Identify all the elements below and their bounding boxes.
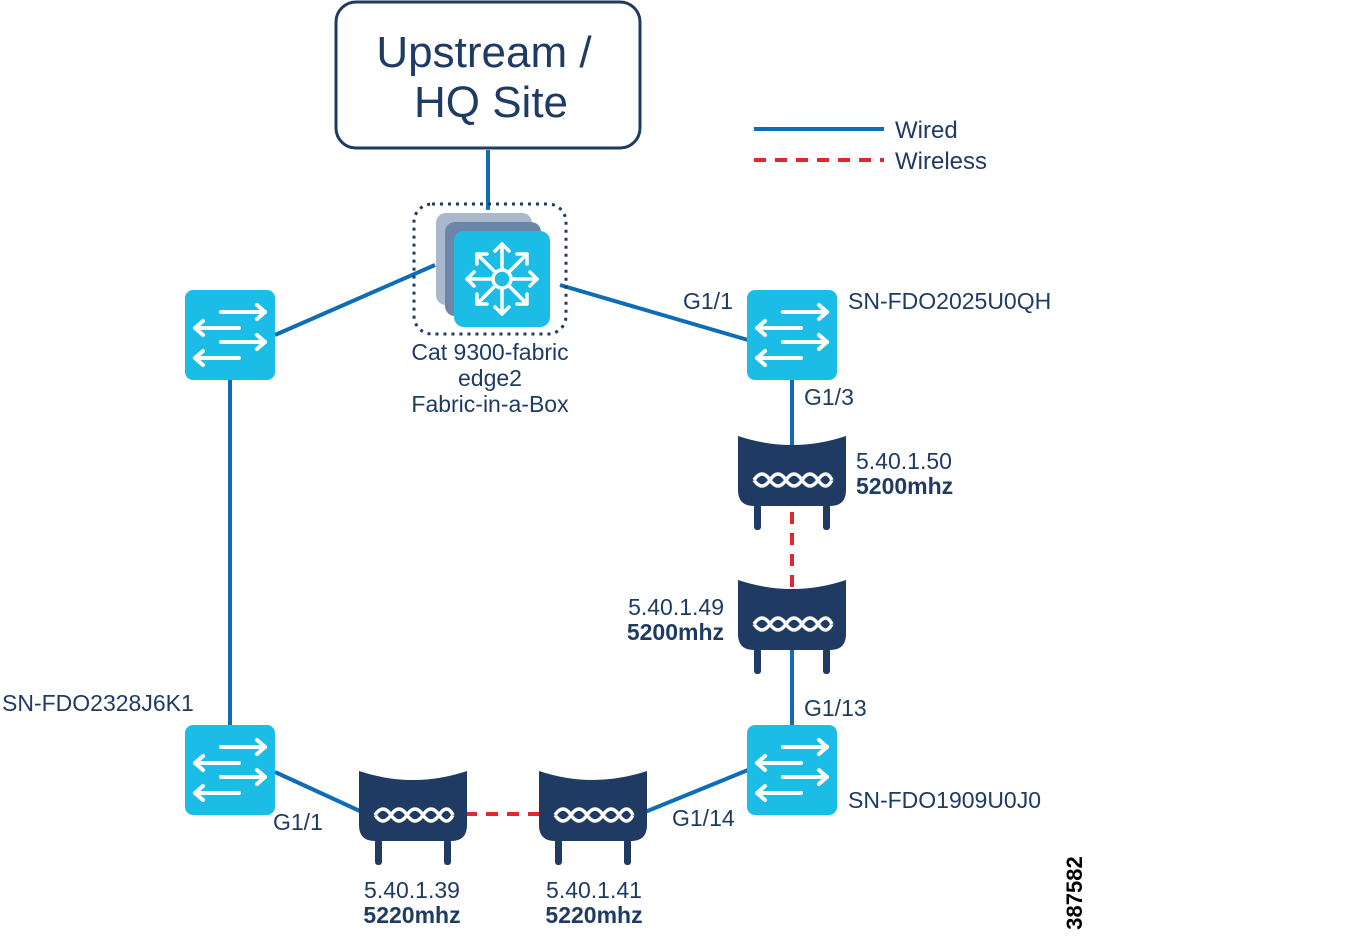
ap2-ip: 5.40.1.49: [628, 594, 724, 620]
switch-icon: [745, 288, 839, 382]
wired-links: [228, 150, 794, 814]
switch-bottom-left-port: G1/1: [273, 809, 323, 835]
switch-icon: [745, 723, 839, 817]
fabric-label-line2: edge2: [458, 365, 522, 391]
ap1-freq: 5200mhz: [856, 473, 953, 499]
link-bottom-left-switch-ap3: [274, 770, 363, 814]
fabric-label-line3: Fabric-in-a-Box: [411, 391, 569, 417]
l3-arrows-icon: [465, 242, 539, 316]
switch-icon: [183, 723, 277, 817]
hq-title-line2: HQ Site: [414, 78, 568, 127]
link-ap4-bottom-right-switch: [644, 768, 749, 814]
fabric-label-line1: Cat 9300-fabric: [411, 339, 568, 365]
ap-5-40-1-41: 5.40.1.41 5220mhz: [537, 769, 649, 928]
legend: Wired Wireless: [754, 117, 987, 175]
legend-wired-label: Wired: [895, 117, 958, 144]
switch-bottom-right-port-out: G1/14: [672, 805, 735, 831]
wireless-links: [465, 512, 794, 816]
ap4-freq: 5220mhz: [545, 902, 642, 928]
access-point-icon: [357, 769, 469, 867]
ap4-ip: 5.40.1.41: [546, 877, 642, 903]
switch-top-left: [183, 288, 277, 382]
switch-bottom-right-port-in: G1/13: [804, 695, 867, 721]
hq-site-node: Upstream / HQ Site: [334, 0, 642, 150]
switch-bottom-left: SN-FDO2328J6K1 G1/1: [2, 690, 323, 835]
ap2-freq: 5200mhz: [627, 619, 724, 645]
switch-top-right-port-out: G1/3: [804, 384, 854, 410]
access-point-icon: [537, 769, 649, 867]
ap-5-40-1-39: 5.40.1.39 5220mhz: [357, 769, 469, 928]
link-fabric-top-right-switch: [559, 283, 749, 342]
switch-icon: [183, 288, 277, 382]
fabric-dotted-outline: [412, 202, 568, 336]
switch-bottom-right-name: SN-FDO1909U0J0: [848, 787, 1041, 813]
switch-top-right-name: SN-FDO2025U0QH: [848, 288, 1051, 314]
switch-top-right: SN-FDO2025U0QH G1/1 G1/3: [683, 288, 1051, 410]
ap-5-40-1-49: 5.40.1.49 5200mhz: [627, 578, 848, 676]
fabric-edge-node: Cat 9300-fabric edge2 Fabric-in-a-Box: [411, 202, 569, 417]
switch-bottom-right: SN-FDO1909U0J0 G1/13 G1/14: [672, 695, 1041, 831]
link-fabric-left-switch: [274, 263, 436, 337]
ap1-ip: 5.40.1.50: [856, 448, 952, 474]
ap-5-40-1-50: 5.40.1.50 5200mhz: [736, 434, 953, 532]
switch-top-right-port-in: G1/1: [683, 288, 733, 314]
ap3-freq: 5220mhz: [363, 902, 460, 928]
hq-title-line1: Upstream /: [376, 28, 592, 77]
switch-bottom-left-name: SN-FDO2328J6K1: [2, 690, 194, 716]
figure-id: 387582: [1062, 856, 1087, 929]
ap3-ip: 5.40.1.39: [364, 877, 460, 903]
legend-wireless-label: Wireless: [895, 148, 987, 175]
